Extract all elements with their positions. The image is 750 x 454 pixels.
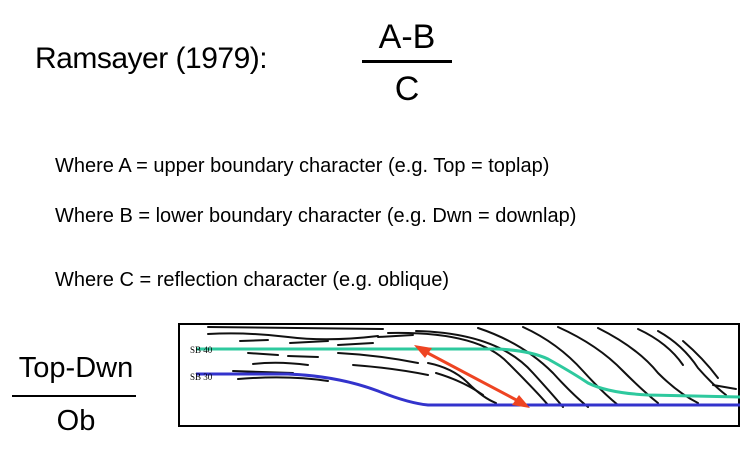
example-fraction-bar <box>12 395 136 397</box>
reflector-line <box>682 340 719 379</box>
reflector-line <box>387 331 549 406</box>
reflector-line <box>477 327 589 408</box>
reflector-line <box>712 384 737 390</box>
sb40-label: SB 40 <box>190 345 213 355</box>
seismic-section-diagram: SB 40 SB 30 <box>178 323 740 427</box>
reflector-line <box>522 326 619 406</box>
reflector-line <box>352 364 429 376</box>
formula-fraction-bar <box>362 60 452 63</box>
reflector-line <box>207 332 379 341</box>
reflector-line <box>657 330 727 396</box>
formula-numerator: A-B <box>378 18 436 56</box>
reflector-line <box>287 355 319 358</box>
definition-b: Where B = lower boundary character (e.g.… <box>55 205 577 227</box>
reflector-line <box>239 339 269 342</box>
reflector-line <box>252 361 309 366</box>
reflector-line <box>427 362 497 404</box>
definition-a: Where A = upper boundary character (e.g.… <box>55 155 550 177</box>
example-numerator: Top-Dwn <box>18 352 134 384</box>
sb30-label: SB 30 <box>190 372 213 382</box>
double-arrow <box>414 345 530 408</box>
arrow-head-start <box>414 345 432 358</box>
reflector-line <box>415 330 564 408</box>
reflector-line <box>207 326 384 330</box>
citation-label: Ramsayer (1979): <box>35 42 268 75</box>
arrow-head-end <box>512 395 530 408</box>
reflector-line <box>247 352 279 356</box>
reflector-line <box>435 372 484 396</box>
reflector-line <box>377 334 414 338</box>
example-denominator: Ob <box>56 405 96 437</box>
definition-c: Where C = reflection character (e.g. obl… <box>55 269 450 291</box>
sb30-boundary <box>196 372 740 407</box>
reflector-line <box>337 342 374 346</box>
reflector-line <box>237 376 329 382</box>
reflector-line <box>637 328 684 366</box>
topset-reflectors <box>207 326 414 382</box>
formula-denominator: C <box>394 70 420 108</box>
sb40-boundary <box>196 347 740 399</box>
reflector-line <box>289 340 329 344</box>
arrow-shaft <box>421 348 523 405</box>
reflector-line <box>337 352 419 364</box>
